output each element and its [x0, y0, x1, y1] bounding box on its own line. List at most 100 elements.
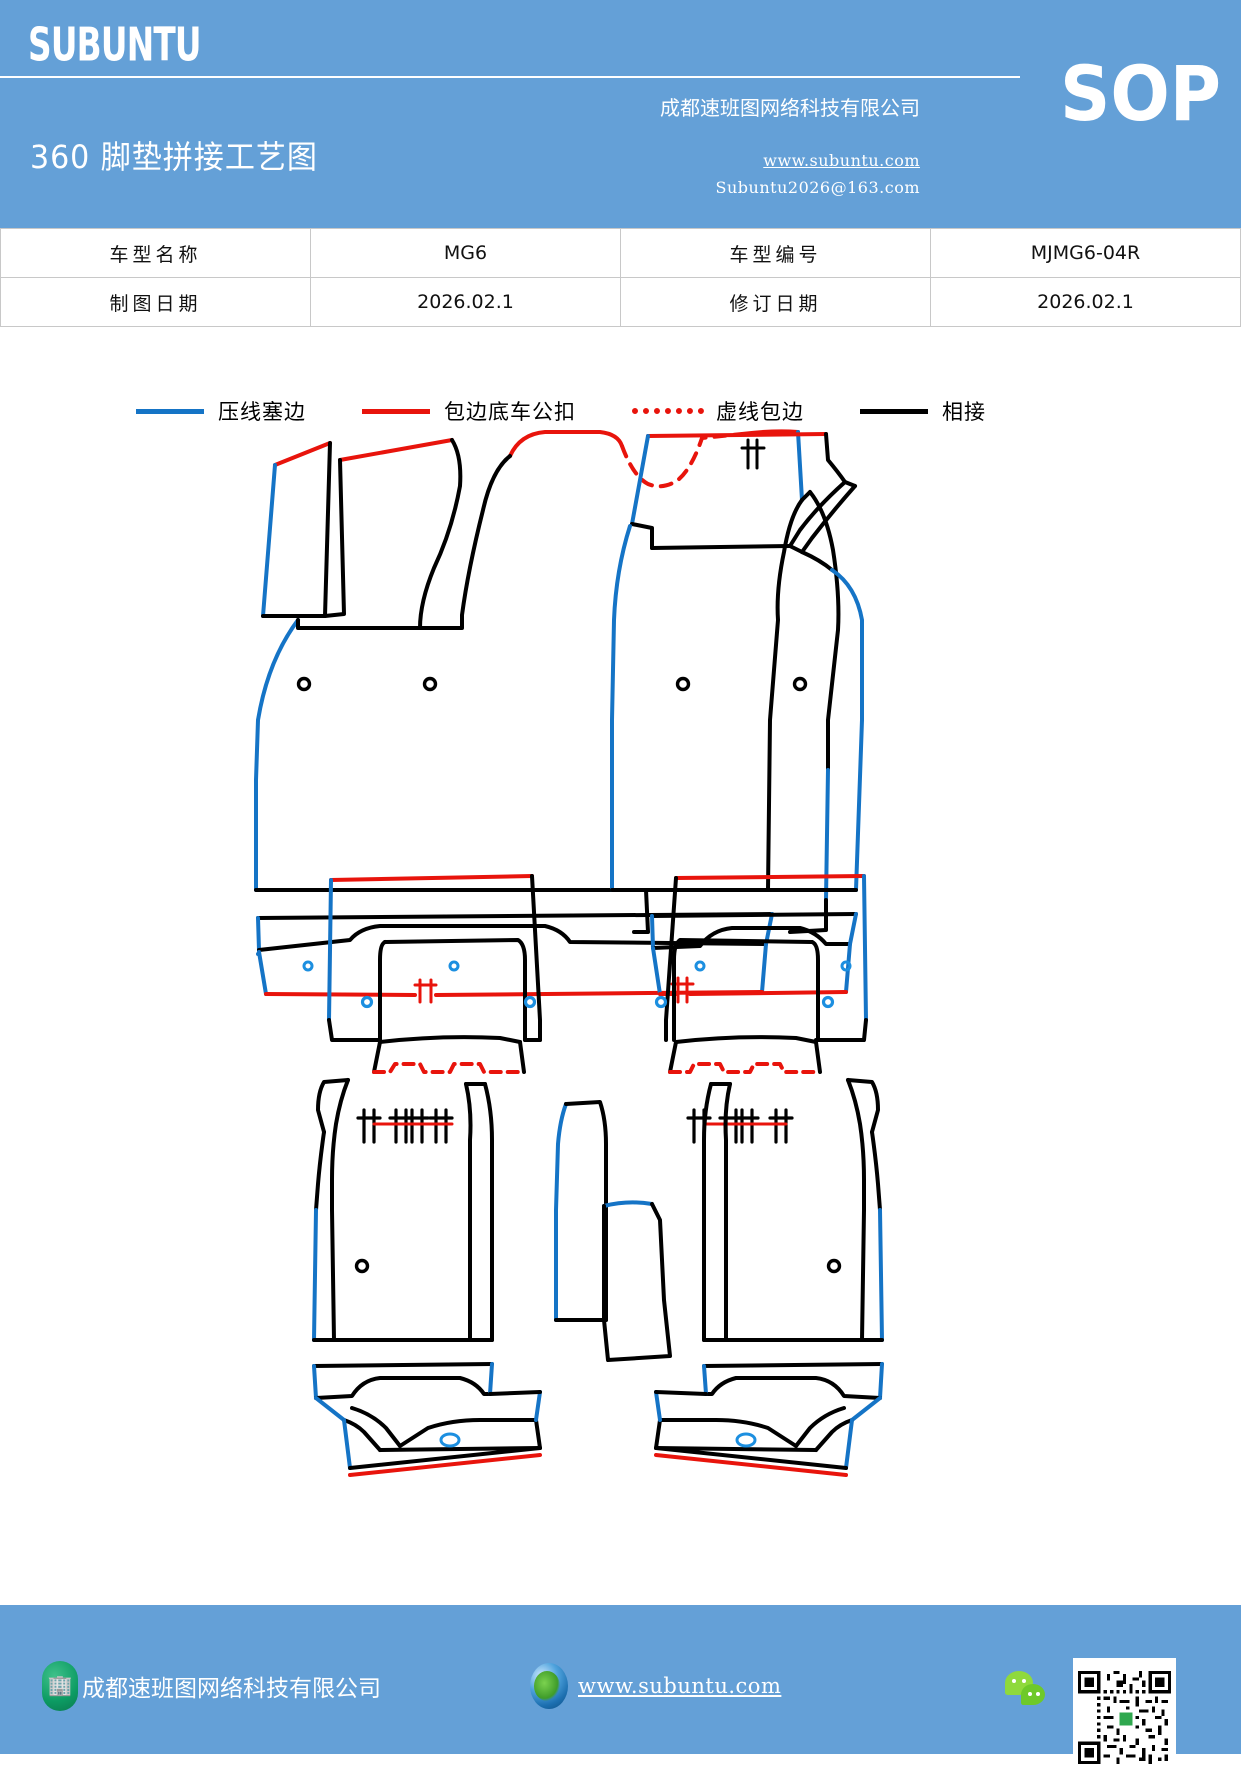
joint-line: [312, 1362, 494, 1368]
press-edge: [554, 1102, 568, 1322]
eyelet: [354, 1258, 370, 1274]
stop-mark: [734, 1108, 760, 1144]
joint-line: [860, 1208, 866, 1342]
joint-line: [296, 438, 463, 630]
binding-buckle-edge: [348, 1453, 542, 1477]
press-edge: [312, 1364, 318, 1400]
joint-line: [564, 1100, 608, 1322]
eyelet-blue: [654, 995, 668, 1009]
footer-company-name: 成都速班图网络科技有限公司: [82, 1676, 381, 1702]
header-website-link[interactable]: www.subuntu.com: [763, 151, 920, 170]
legend-item-binding-buckle: 包边底车公扣: [362, 396, 576, 426]
wechat-icon: [1005, 1671, 1053, 1713]
table-row: 制图日期 2026.02.1 修订日期 2026.02.1: [0, 277, 1241, 327]
eyelet-blue: [694, 960, 706, 972]
joint-line: [870, 1130, 882, 1212]
dashed-binding-edge: [668, 1062, 822, 1074]
joint-line: [314, 1376, 492, 1400]
eyelet-blue: [523, 995, 537, 1009]
footer-website[interactable]: www.subuntu.com: [530, 1663, 781, 1709]
joint-line: [350, 1406, 402, 1448]
joint-line: [723, 1082, 732, 1342]
legend-item-dashed-binding: 虚线包边: [632, 396, 804, 426]
joint-line: [398, 1418, 482, 1448]
press-edge: [854, 718, 864, 892]
legend-label: 相接: [942, 400, 986, 424]
press-edge: [630, 434, 650, 526]
page-footer: 🏢 成都速班图网络科技有限公司 www.subuntu.com: [0, 1605, 1241, 1754]
binding-buckle-edge: [688, 990, 848, 996]
press-edge: [878, 1208, 884, 1342]
joint-line: [378, 1446, 542, 1452]
joint-line: [654, 1446, 848, 1470]
joint-line: [327, 1018, 382, 1042]
press-edge: [257, 950, 268, 996]
joint-line: [342, 1418, 382, 1452]
legend: 压线塞边 包边底车公扣 虚线包边 相接: [0, 396, 1241, 426]
model-code-label: 车型编号: [620, 228, 931, 278]
binding-buckle-edge: [264, 992, 417, 997]
press-edge: [262, 792, 275, 952]
eyelet: [826, 1258, 842, 1274]
model-name-label: 车型名称: [0, 228, 311, 278]
piece-rear-left-mat: [312, 874, 542, 1477]
press-edge: [702, 1364, 708, 1396]
binding-buckle-edge: [674, 874, 866, 880]
joint-line: [846, 1078, 880, 1134]
footer-website-link[interactable]: www.subuntu.com: [578, 1674, 782, 1698]
globe-icon: [530, 1663, 568, 1709]
sop-badge: SOP: [1059, 49, 1221, 138]
joint-line: [330, 1078, 350, 1182]
footer-company: 🏢 成都速班图网络科技有限公司: [42, 1661, 381, 1711]
legend-label: 压线塞边: [218, 400, 306, 424]
joint-line: [788, 544, 804, 554]
eyelet-blue: [821, 995, 835, 1009]
joint-line: [650, 912, 858, 918]
eyelet: [475, 1261, 486, 1272]
joint-line: [530, 874, 542, 1042]
piece-front-left-mat: [254, 429, 841, 1004]
press-edge: [858, 488, 886, 502]
mat-pattern-drawing: [0, 420, 1241, 1590]
joint-line: [464, 1082, 473, 1342]
joint-line: [372, 1040, 382, 1074]
joint-line: [788, 480, 847, 548]
joint-line: [702, 1362, 884, 1368]
binding-buckle-edge: [654, 1453, 848, 1477]
building-icon: 🏢: [42, 1661, 78, 1711]
brand-logo: SUBUNTU: [28, 18, 202, 72]
joint-line: [418, 454, 512, 630]
qr-code: [1073, 1658, 1176, 1777]
joint-line: [378, 1035, 522, 1044]
press-edge: [830, 568, 864, 722]
stop-mark-group: [356, 1108, 454, 1144]
eyelet: [792, 676, 808, 692]
joint-line: [488, 1390, 542, 1396]
joint-line: [668, 1040, 678, 1074]
joint-line: [654, 1418, 718, 1450]
press-edge: [862, 874, 868, 1022]
press-edge: [850, 1396, 882, 1422]
joint-line: [814, 1040, 822, 1074]
joint-line: [348, 1446, 542, 1470]
joint-line: [650, 544, 792, 550]
joint-line: [257, 924, 768, 952]
joint-line: [314, 1130, 326, 1212]
press-edge: [488, 1362, 494, 1396]
stop-mark: [428, 1108, 454, 1144]
press-edge: [342, 1418, 352, 1470]
joint-line: [824, 432, 847, 484]
eyelet-blue: [735, 1432, 757, 1448]
joint-line: [672, 938, 814, 1042]
binding-buckle-edge: [329, 874, 534, 882]
press-edge: [654, 1390, 662, 1422]
joint-line: [330, 1208, 336, 1342]
binding-buckle-edge: [646, 432, 828, 438]
binding-buckle-edge: [338, 438, 454, 462]
draw-date-label: 制图日期: [0, 277, 311, 327]
header-email[interactable]: Subuntu2026@163.com: [715, 178, 920, 197]
joint-line: [704, 1376, 882, 1400]
page-header: SUBUNTU 成都速班图网络科技有限公司 360 脚垫拼接工艺图 www.su…: [0, 0, 1241, 232]
press-edge: [651, 946, 662, 996]
legend-swatch-black: [860, 408, 928, 414]
